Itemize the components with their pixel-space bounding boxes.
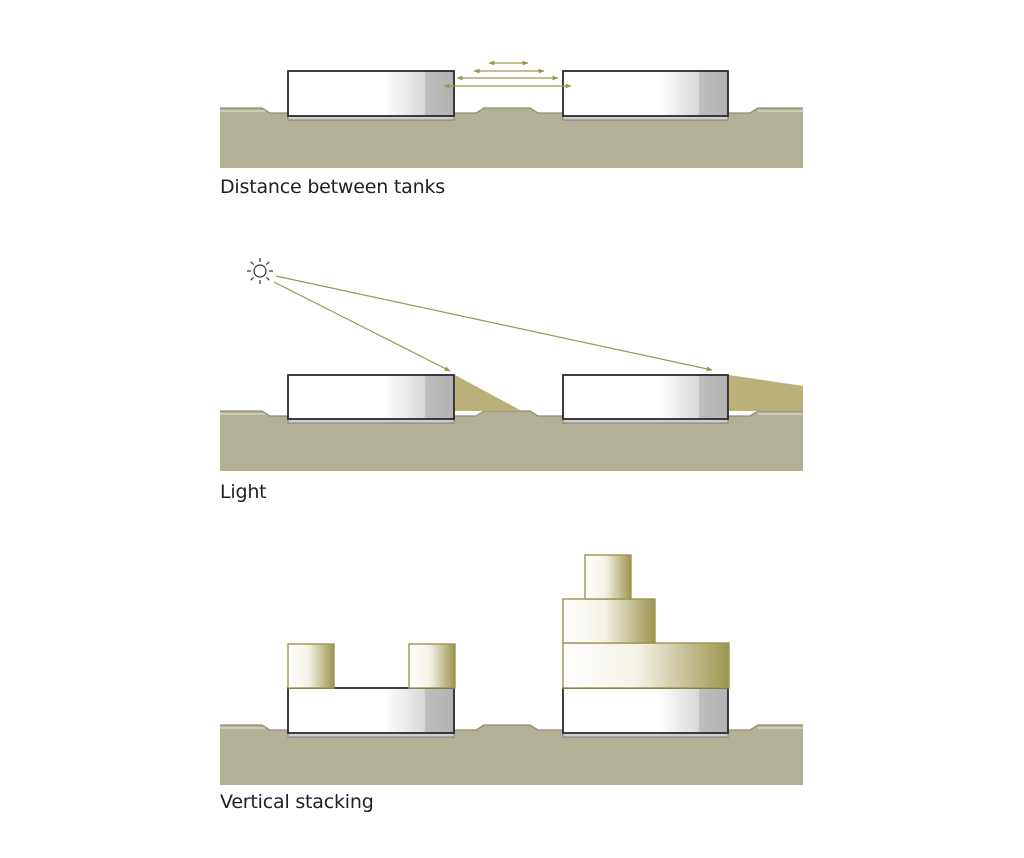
stacked-tier-2 [562,598,656,644]
caption-vertical-stacking: Vertical stacking [220,791,374,813]
tank-right [562,70,729,117]
stacked-tier-1 [562,642,730,689]
surface-line-right [728,107,803,114]
soil [220,725,803,785]
surface-line-left [220,724,288,731]
surface-line-middle [454,724,563,731]
ground-section-2 [220,410,803,471]
surface-line-middle [454,107,563,114]
sun-icon [247,258,273,284]
tank-right [562,374,729,420]
ground-section-1 [220,107,803,168]
caption-light: Light [220,481,267,503]
soil [220,108,803,168]
tank-right [562,687,729,734]
surface-line-left [220,107,288,114]
stacked-tank-left-b [408,643,456,689]
surface-line-left [220,410,288,417]
surface-line-right [728,724,803,731]
soil [220,411,803,471]
light-ray-far [275,275,713,372]
shadow-left-tank [455,375,522,411]
tank-left [287,70,455,117]
stacked-tank-left-a [287,643,335,689]
shadow-right-tank [729,375,803,411]
light-ray-near [273,281,451,372]
caption-distance-between-tanks: Distance between tanks [220,176,445,198]
ground-section-3 [220,724,803,785]
tank-left [287,687,455,734]
tank-left [287,374,455,420]
stacked-tier-3 [584,554,632,600]
